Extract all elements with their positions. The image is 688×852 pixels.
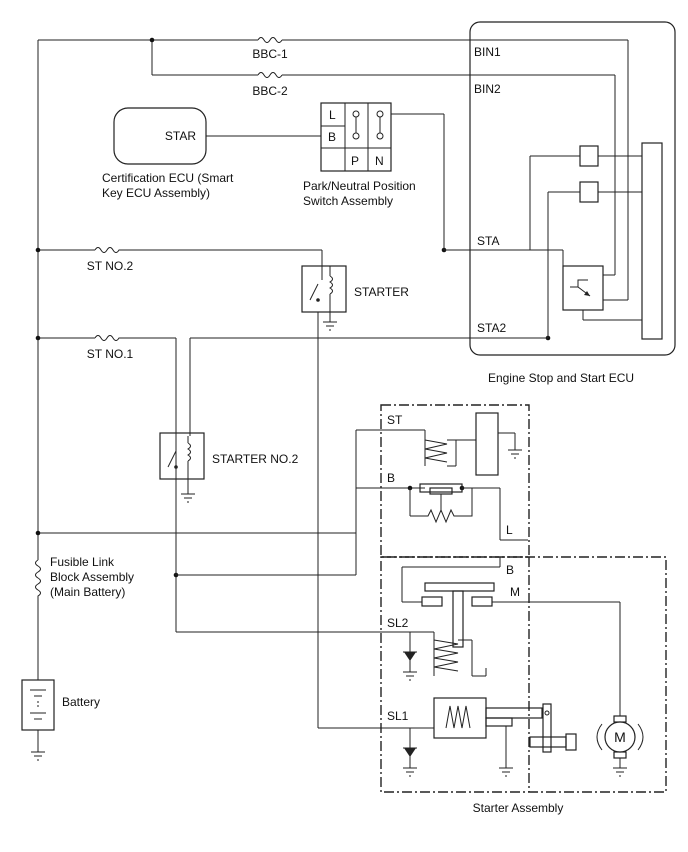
starter-assembly-label: Starter Assembly — [473, 801, 564, 815]
st-terminal-label: ST — [387, 413, 403, 427]
l-terminal-label: L — [506, 523, 513, 537]
sta2-label: STA2 — [477, 321, 506, 335]
cert-ecu-label-1: Certification ECU (Smart — [102, 171, 234, 185]
cert-ecu-label-2: Key ECU Assembly) — [102, 186, 210, 200]
motor-symbol-label: M — [614, 729, 626, 745]
st-no1-label: ST NO.1 — [87, 347, 134, 361]
fuse-st-no2-icon — [94, 247, 125, 253]
engine-ecu-label: Engine Stop and Start ECU — [488, 371, 634, 385]
battery-icon — [21, 679, 55, 731]
sl2-label: SL2 — [387, 616, 409, 630]
bbc1-label: BBC-1 — [252, 47, 288, 61]
sta-label: STA — [477, 234, 499, 248]
st-no2-label: ST NO.2 — [87, 259, 134, 273]
park-neutral-switch — [320, 102, 392, 172]
main-bus-wires — [37, 39, 629, 752]
starter-relay-ground-icon — [323, 321, 337, 331]
fuse-bbc1-icon — [257, 37, 283, 43]
pn-switch-label-2: Switch Assembly — [303, 194, 393, 208]
starter-main-contacts — [401, 557, 621, 716]
sl2-ground-icon — [403, 671, 417, 681]
starter-motor-icon — [596, 715, 644, 768]
pn-p-label: P — [351, 154, 359, 168]
junction-dots — [35, 37, 551, 578]
starter-upper-relay — [409, 412, 528, 541]
st-ground-icon — [508, 449, 522, 459]
starter-no2-relay-label: STARTER NO.2 — [212, 452, 299, 466]
fuse-bbc2-icon — [257, 72, 283, 78]
engine-stop-start-ecu — [469, 21, 676, 356]
starter-no2-ground-icon — [181, 493, 195, 503]
starter-sl1-solenoid — [403, 697, 577, 768]
b-terminal-2-label: B — [506, 563, 514, 577]
starter-relay-label: STARTER — [354, 285, 409, 299]
starter-relay — [301, 265, 347, 322]
battery-ground-icon — [31, 751, 45, 761]
ecu-internal-wires — [189, 155, 642, 436]
pn-b-label: B — [328, 130, 336, 144]
starter-no2-relay — [159, 432, 205, 575]
fusible-link-label-2: Block Assembly — [50, 570, 134, 584]
fusible-link-icon — [35, 559, 41, 602]
fusible-link-label-1: Fusible Link — [50, 555, 115, 569]
bin2-label: BIN2 — [474, 82, 501, 96]
starter-assembly — [380, 404, 667, 793]
bin1-label: BIN1 — [474, 45, 501, 59]
fuse-st-no1-icon — [94, 335, 125, 341]
sl1-label: SL1 — [387, 709, 409, 723]
pn-l-label: L — [329, 108, 336, 122]
fusible-link-label-3: (Main Battery) — [50, 585, 125, 599]
bbc2-label: BBC-2 — [252, 84, 288, 98]
motor-ground-icon — [613, 767, 627, 777]
sl1-ground-icon — [403, 767, 417, 777]
pn-switch-label-1: Park/Neutral Position — [303, 179, 416, 193]
b-terminal-1-label: B — [387, 471, 395, 485]
star-terminal-label: STAR — [165, 129, 196, 143]
m-terminal-label: M — [510, 585, 520, 599]
pn-n-label: N — [375, 154, 384, 168]
battery-label: Battery — [62, 695, 100, 709]
sl1-plunger-ground-icon — [499, 767, 513, 777]
